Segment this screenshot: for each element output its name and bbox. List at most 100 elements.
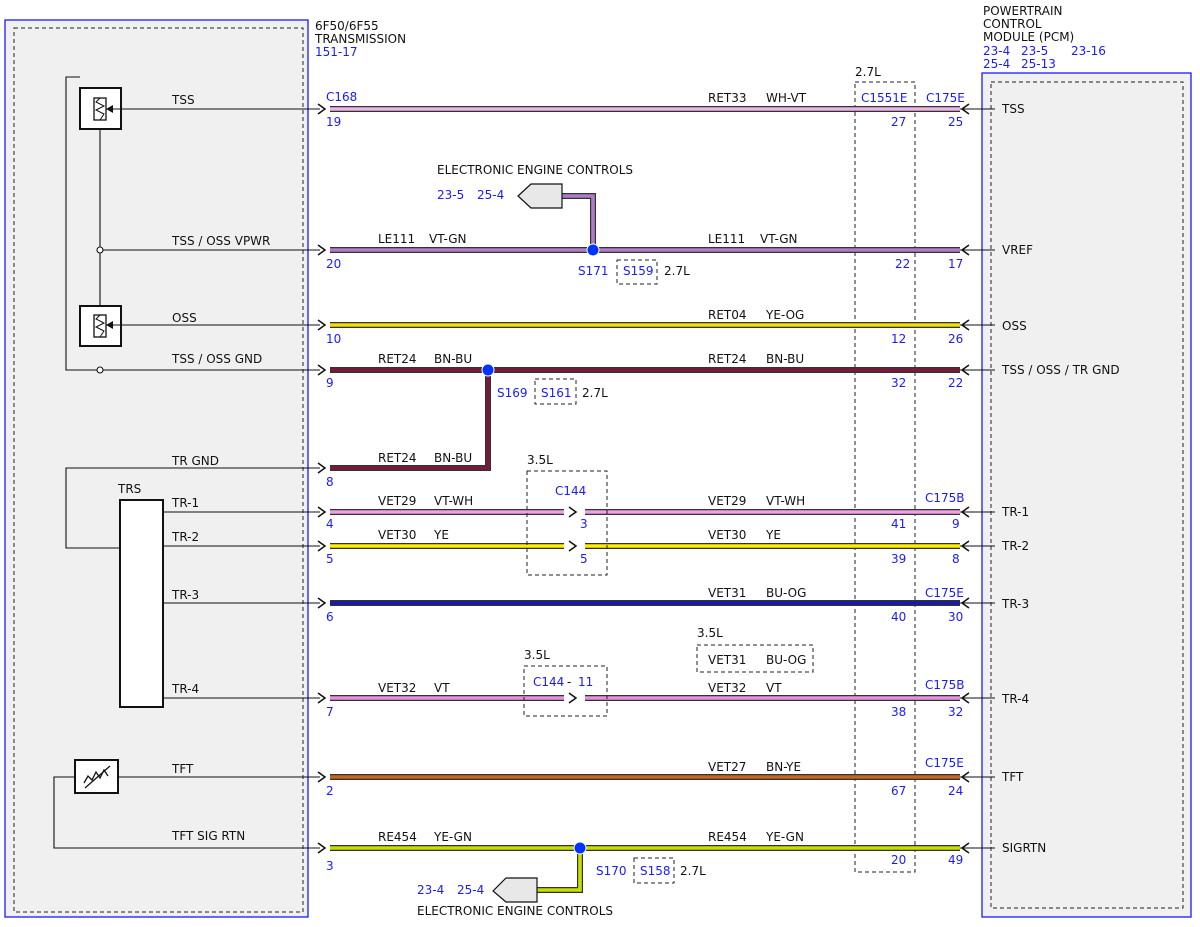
pin-number: 9: [952, 517, 960, 531]
wire-row-vpwr[interactable]: TSS / OSS VPWR 20 LE111 VT-GN LE111 VT-G…: [171, 232, 1033, 285]
pin-number: 32: [891, 376, 906, 390]
splice-engine-label: 2.7L: [680, 864, 706, 878]
tss-sensor-icon: [79, 87, 320, 130]
pcm-ref[interactable]: 23-5: [1021, 44, 1048, 58]
eec-ref[interactable]: 25-4: [457, 883, 484, 897]
connector-label-c175e[interactable]: C175E: [925, 756, 964, 770]
eec-ref[interactable]: 23-4: [417, 883, 444, 897]
splice-dots: [481, 243, 600, 855]
oss-sensor-icon: [79, 305, 320, 347]
tft-thermistor-icon: [74, 759, 320, 794]
pcm-ref[interactable]: 23-4: [983, 44, 1010, 58]
pcm-pin-label: VREF: [1002, 243, 1033, 257]
c144-pin: 11: [578, 675, 593, 689]
wire-color: BU-OG: [766, 586, 806, 600]
wire-le111-branch[interactable]: [562, 193, 596, 250]
wire-row-tss[interactable]: TSS C168 19 RET33 WH-VT C1551E 27 C175E …: [171, 90, 1025, 129]
alt-circuit-35l: 3.5L VET31 BU-OG: [696, 626, 814, 673]
circuit-number: VET30: [378, 528, 416, 542]
wire-row-gnd[interactable]: TSS / OSS GND 9 RET24 BN-BU RET24 BN-BU …: [171, 352, 1120, 405]
wire-color: VT-WH: [766, 494, 805, 508]
connector-chevron: [960, 597, 970, 609]
connector-label-c144[interactable]: C144: [533, 675, 564, 689]
pin-number: 24: [948, 784, 963, 798]
connector-chevron: [960, 842, 970, 854]
pin-number: 17: [948, 257, 963, 271]
eec-label: ELECTRONIC ENGINE CONTROLS: [417, 904, 613, 918]
wire-row-sigrtn[interactable]: TFT SIG RTN 3 RE454 YE-GN RE454 YE-GN 20…: [171, 829, 1046, 884]
trs-switch-block: TRS: [117, 482, 320, 708]
wire-color: YE-GN: [433, 830, 472, 844]
pin-number: 20: [326, 257, 341, 271]
wire-row-trgnd[interactable]: TR GND 8 RET24 BN-BU: [171, 451, 472, 489]
splice-dot-s169[interactable]: [481, 363, 495, 377]
connector-chevron: [960, 692, 970, 704]
pin-number: 9: [326, 376, 334, 390]
wire-ret24-branch[interactable]: [330, 370, 491, 471]
trs-label: TRS: [117, 482, 141, 496]
wire-color: BN-YE: [766, 760, 801, 774]
connector-label-c175e[interactable]: C175E: [926, 91, 965, 105]
connector-label-c175b[interactable]: C175B: [925, 491, 965, 505]
alt-splice-label[interactable]: S159: [623, 264, 654, 278]
pin-number: 41: [891, 517, 906, 531]
alt-engine-label: 3.5L: [697, 626, 723, 640]
connector-chevron: [317, 319, 327, 331]
pin-number: 8: [326, 475, 334, 489]
pcm-ref[interactable]: 23-16: [1071, 44, 1106, 58]
splice-dot-s170[interactable]: [573, 841, 587, 855]
transmission-ref[interactable]: 151-17: [315, 45, 358, 59]
pcm-pin-label: TFT: [1001, 770, 1024, 784]
pcm-ref[interactable]: 25-13: [1021, 57, 1056, 71]
splice-label[interactable]: S169: [497, 386, 528, 400]
pin-number: 12: [891, 332, 906, 346]
pcm-frame: [981, 72, 1192, 918]
c144-pin: 3: [580, 517, 588, 531]
connector-label-c175e[interactable]: C175E: [925, 586, 964, 600]
connector-chevron: [960, 771, 970, 783]
splice-dot-s171[interactable]: [586, 243, 600, 257]
splice-label[interactable]: S170: [596, 864, 627, 878]
connector-label-c1551e[interactable]: C1551E: [861, 91, 908, 105]
wire-row-tr4[interactable]: TR-4 7 VET32 VT VET32 VT 38 C175B 32 TR-…: [171, 678, 1029, 719]
alt-splice-label[interactable]: S158: [640, 864, 671, 878]
c144-engine-label: 3.5L: [527, 453, 553, 467]
eec-ref[interactable]: 23-5: [437, 188, 464, 202]
pin-number: 40: [891, 610, 906, 624]
wire-row-tr3[interactable]: TR-3 6 VET31 BU-OG 40 C175E 30 TR-3: [171, 586, 1029, 624]
c144-connector-lower[interactable]: 3.5L C144 - 11: [523, 648, 608, 717]
alt-splice-label[interactable]: S161: [541, 386, 572, 400]
pcm-title-1: POWERTRAIN: [983, 4, 1063, 18]
circuit-number: RE454: [378, 830, 417, 844]
eec-ref[interactable]: 25-4: [477, 188, 504, 202]
wire-re454-branch[interactable]: [537, 848, 583, 893]
pcm-ref[interactable]: 25-4: [983, 57, 1010, 71]
pcm-pin-label: TR-2: [1001, 539, 1029, 553]
wire-row-tft[interactable]: TFT 2 VET27 BN-YE 67 C175E 24 TFT: [171, 756, 1024, 798]
splice-label[interactable]: S171: [578, 264, 609, 278]
c144-pin: 5: [580, 552, 588, 566]
connector-chevron: [960, 319, 970, 331]
wire-row-oss[interactable]: OSS 10 RET04 YE-OG 12 26 OSS: [172, 308, 1027, 346]
pin-number: 22: [895, 257, 910, 271]
connector-label-c175b[interactable]: C175B: [925, 678, 965, 692]
pin-number: 10: [326, 332, 341, 346]
wire-row-tr2[interactable]: TR-2 5 VET30 YE 5 VET30 YE 39 8 TR-2: [171, 528, 1029, 566]
connector-chevron: [317, 244, 327, 256]
wire-row-tr1[interactable]: TR-1 4 VET29 VT-WH 3 VET29 VT-WH 41 C175…: [171, 491, 1029, 531]
circuit-number: VET32: [378, 681, 416, 695]
junction-dots: [96, 246, 104, 374]
connector-label-c168[interactable]: C168: [326, 90, 357, 104]
c144-connector-upper[interactable]: 3.5L C144: [526, 453, 608, 576]
eec-reference-top[interactable]: ELECTRONIC ENGINE CONTROLS 23-5 25-4: [437, 163, 633, 209]
eec-reference-bottom[interactable]: 23-4 25-4 ELECTRONIC ENGINE CONTROLS: [417, 877, 613, 918]
circuit-number: LE111: [378, 232, 415, 246]
connector-label-c144[interactable]: C144: [555, 484, 586, 498]
circuit-number: VET29: [708, 494, 746, 508]
pcm-title-3: MODULE (PCM): [983, 30, 1074, 44]
connector-chevron: [317, 103, 327, 115]
connector-chevron: [960, 540, 970, 552]
wire-layer: [330, 106, 960, 893]
pin-number: 19: [326, 115, 341, 129]
alt-splice-box: [534, 378, 577, 405]
